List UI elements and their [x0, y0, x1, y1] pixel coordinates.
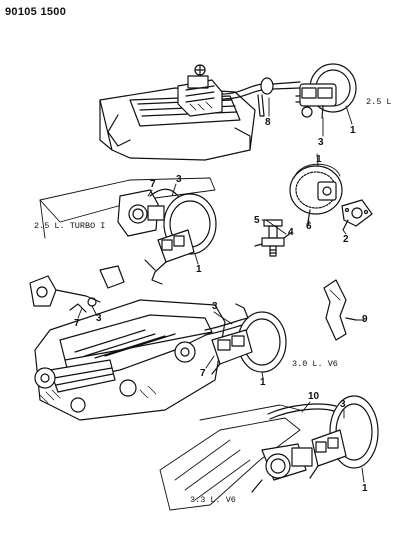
check-valve-drawing: [254, 219, 293, 257]
leader-lines: [77, 97, 365, 483]
engine-label-3-3l-v6: 3.3 L. V6: [190, 495, 236, 505]
engine-2-5l-drawing: [99, 63, 357, 161]
callout-3: 3: [212, 301, 218, 312]
callout-2: 2: [343, 234, 349, 245]
callout-4: 4: [288, 227, 294, 238]
callout-3: 3: [176, 174, 182, 185]
engine-2-5l-turbo-drawing: [39, 177, 217, 285]
callout-9: 9: [362, 314, 368, 325]
engine-label-2-5l: 2.5 L: [366, 97, 392, 107]
callout-3: 3: [318, 137, 324, 148]
engine-label-3-0l-v6: 3.0 L. V6: [292, 359, 338, 369]
callout-7: 7: [150, 179, 156, 190]
engine-3-3l-v6-drawing: [159, 395, 379, 511]
callout-1: 1: [362, 483, 368, 494]
booster-detail-drawing: [289, 163, 373, 231]
pedal-bracket-drawing: [323, 279, 357, 341]
document-id: 90105 1500: [5, 6, 67, 18]
callout-8: 8: [265, 117, 271, 128]
callout-7: 7: [74, 318, 80, 329]
callout-1: 1: [316, 154, 322, 165]
callout-1: 1: [350, 125, 356, 136]
callout-3: 3: [340, 399, 346, 410]
engine-label-2-5l-turbo: 2.5 L. TURBO I: [34, 221, 106, 231]
callout-1: 1: [196, 264, 202, 275]
callout-3: 3: [96, 313, 102, 324]
callout-7: 7: [200, 368, 206, 379]
engine-3-0l-v6-drawing: [29, 265, 287, 421]
callout-10: 10: [308, 391, 320, 402]
callout-1: 1: [260, 377, 266, 388]
callout-6: 6: [306, 221, 312, 232]
callout-5: 5: [254, 215, 260, 226]
